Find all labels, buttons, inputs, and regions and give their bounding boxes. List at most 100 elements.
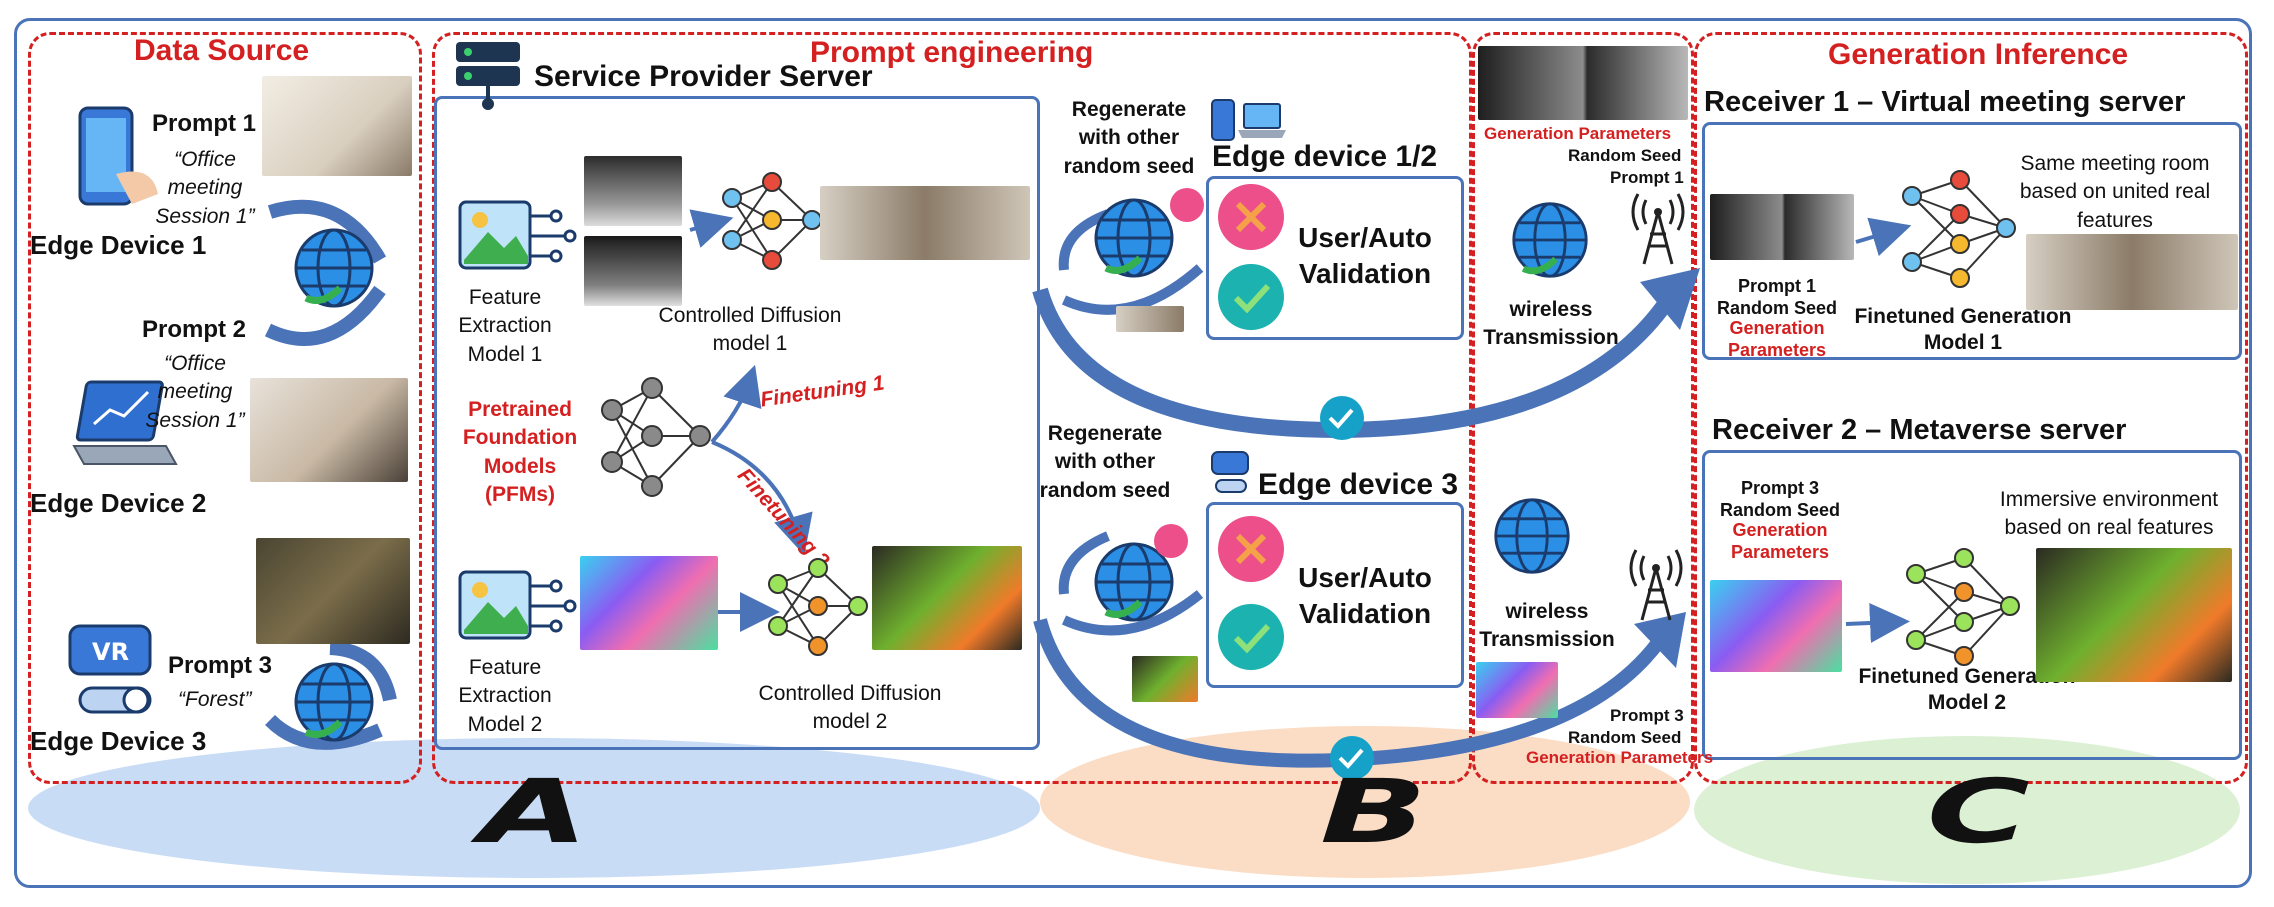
edge-device-12-title: Edge device 1/2 [1212, 140, 1438, 173]
depth-map-bottom [584, 236, 682, 306]
globe-icon [1512, 202, 1588, 278]
segmentation-thumb [1476, 662, 1558, 718]
prompt-3-bottom: Prompt 3 [1610, 706, 1684, 725]
reject-icon [1218, 516, 1284, 582]
receiver-2-seed: Random Seed [1719, 500, 1841, 520]
regenerate-label-bottom: Regenerate with other random seed [1039, 422, 1171, 502]
controlled-diffusion-1-label: Controlled Diffusion model 1 [658, 304, 842, 356]
region-a-ellipse [28, 738, 1040, 878]
globe-icon [294, 662, 374, 742]
reject-badge [1154, 524, 1188, 558]
receiver-2-model-label: Finetuned Generation Model 2 [1858, 665, 2076, 715]
random-seed-bottom: Random Seed [1568, 728, 1682, 747]
segmentation-map [580, 556, 718, 650]
receiver-2-box [1702, 450, 2242, 760]
letter-a: A [479, 760, 589, 863]
gen-params-top: Generation Parameters [1484, 124, 1672, 143]
service-provider-box [434, 96, 1040, 750]
letter-b: B [1319, 760, 1428, 863]
feature-extraction-2-label: Feature Extraction Model 2 [458, 656, 552, 736]
data-source-section [28, 32, 422, 784]
prompt-engineering-title: Prompt engineering [810, 36, 1094, 69]
edge-device-3-title: Edge device 3 [1258, 468, 1459, 501]
receiver-1-box [1702, 122, 2242, 360]
globe-icon [1494, 498, 1570, 574]
reject-badge [1170, 188, 1204, 222]
region-c-ellipse [1694, 736, 2240, 884]
antenna-icon [1629, 549, 1683, 621]
finetuned-model-1-icon [1902, 170, 2016, 288]
antenna-icon [1631, 193, 1685, 265]
receiver-1-title: Receiver 1 – Virtual meeting server [1704, 86, 2186, 118]
globe-icon [1094, 198, 1174, 278]
small-office-thumb [1116, 306, 1184, 332]
prompt-1-top: Prompt 1 [1610, 168, 1684, 187]
edge-device-12-box [1206, 176, 1464, 340]
photo-forest-ruin [256, 538, 410, 644]
receiver-2-prompt: Prompt 3 [1740, 478, 1819, 498]
prompt-engineering-section [432, 32, 1472, 784]
reject-icon [1218, 184, 1284, 250]
prompt-2-text: “Office meeting Session 1” [145, 352, 245, 432]
generated-office-image [820, 186, 1030, 260]
generation-inference-section [1694, 32, 2248, 784]
receiver-2-note: Immersive environment based on real feat… [1999, 488, 2219, 540]
receiver-2-title: Receiver 2 – Metaverse server [1712, 414, 2127, 446]
regenerate-label-top: Regenerate with other random seed [1063, 98, 1195, 178]
receiver-1-prompt: Prompt 1 [1737, 276, 1816, 296]
data-source-title: Data Source [134, 34, 310, 67]
receiver-2-params: Generation Parameters [1730, 520, 1830, 562]
prompt-3-label: Prompt 3 [168, 652, 273, 679]
finetuned-model-2-icon [1906, 548, 2020, 666]
receiver-2-segmentation-input [1710, 580, 1842, 672]
prompt-1-text: “Office meeting Session 1” [155, 148, 255, 228]
service-provider-title: Service Provider Server [534, 60, 873, 93]
wireless-transmission-top: wireless Transmission [1483, 298, 1619, 350]
depth-map-top [584, 156, 682, 226]
receiver-1-output-image [2026, 234, 2238, 310]
feature-extraction-1-label: Feature Extraction Model 1 [458, 286, 552, 366]
phone-icon [78, 106, 158, 206]
receiver-1-seed: Random Seed [1716, 298, 1838, 318]
generated-forest-image [872, 546, 1022, 650]
globe-icon [1094, 542, 1174, 622]
validation-label-bottom: User/Auto Validation [1298, 562, 1432, 630]
validation-label-top: User/Auto Validation [1298, 222, 1432, 290]
receiver-1-model-label: Finetuned Generation Model 1 [1854, 305, 2072, 355]
transmission-section [1472, 32, 1694, 784]
edge-device-1-label: Edge Device 1 [30, 230, 207, 260]
laptop-icon [72, 380, 178, 465]
svg-text:VR: VR [92, 638, 129, 666]
letter-c: C [1926, 760, 2030, 863]
pfm-label: Pretrained Foundation Models (PFMs) [462, 398, 578, 507]
edge-device-2-label: Edge Device 2 [30, 488, 207, 518]
gen-params-bottom: Generation Parameters [1526, 748, 1714, 767]
generation-inference-title: Generation Inference [1828, 38, 2129, 71]
receiver-1-depth-input [1710, 194, 1854, 260]
receiver-1-params: Generation Parameters [1727, 318, 1827, 360]
pfm-network-icon [601, 377, 711, 497]
approve-icon [1218, 604, 1284, 670]
vr-headset-icon [1211, 451, 1249, 493]
wireless-transmission-bottom: wireless Transmission [1479, 600, 1615, 652]
controlled-diffusion-2-label: Controlled Diffusion model 2 [758, 682, 942, 734]
edge-device-3-box [1206, 502, 1464, 688]
neural-network-icon [722, 172, 822, 270]
globe-icon [294, 228, 374, 308]
prompt-1-label: Prompt 1 [152, 110, 257, 137]
receiver-1-note: Same meeting room based on united real f… [2019, 152, 2211, 232]
random-seed-top: Random Seed [1568, 146, 1682, 165]
server-icon [456, 42, 520, 110]
photo-living-room [262, 76, 412, 176]
devices-icon [1211, 99, 1286, 141]
outer-frame [14, 18, 2252, 888]
receiver-2-output-image [2036, 548, 2232, 682]
prompt-3-text: “Forest” [178, 688, 252, 711]
vr-headset-icon: VR [68, 624, 152, 714]
small-forest-thumb [1132, 656, 1198, 702]
approve-icon [1218, 264, 1284, 330]
image-model-icon [458, 570, 577, 640]
prompt-2-label: Prompt 2 [142, 316, 247, 343]
depth-pair-thumb [1478, 46, 1688, 120]
